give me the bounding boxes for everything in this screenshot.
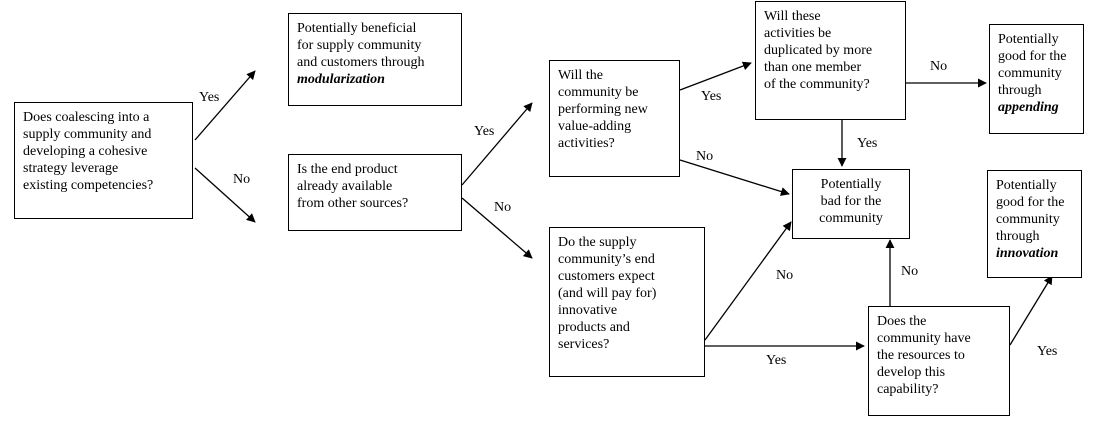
edge-label-yes: Yes: [1037, 344, 1058, 359]
box-line: Will these: [764, 9, 821, 24]
box-line: (and will pay for): [558, 286, 657, 301]
arrow-new-activities-to-bad: [679, 159, 790, 196]
box-line: bad for the: [820, 194, 882, 209]
box-line: performing new: [558, 102, 648, 117]
box-line: develop this: [877, 365, 946, 380]
box-line: community: [819, 211, 883, 226]
box-line: capability?: [877, 382, 939, 397]
box-line: from other sources?: [297, 196, 409, 211]
box-line: already available: [297, 179, 393, 194]
edge-label-yes: Yes: [199, 90, 220, 105]
box-line: Will the: [558, 68, 603, 83]
edge-label-yes: Yes: [474, 124, 495, 139]
box-line: and customers through: [297, 55, 425, 70]
arrow-coalesce-to-end-product: [194, 167, 256, 223]
arrow-coalesce-to-modularization: [194, 70, 256, 141]
arrow-end-product-to-new-activities: [461, 102, 533, 186]
box-line: community have: [877, 331, 971, 346]
box-line: services?: [558, 337, 610, 352]
box-line: activities?: [558, 136, 615, 151]
outcome-bad-box: Potentially bad for the community: [792, 169, 910, 239]
edge-label-yes: Yes: [857, 136, 878, 151]
outcome-innovation-box: Potentially good for the community throu…: [987, 170, 1082, 278]
box-line: through: [996, 229, 1040, 244]
arrow-new-activities-to-duplicated: [679, 61, 752, 91]
question-duplicated-box: Will these activities be duplicated by m…: [755, 1, 906, 120]
question-end-product-box: Is the end product already available fro…: [288, 154, 462, 231]
box-line: of the community?: [764, 77, 870, 92]
box-line: Potentially: [820, 177, 882, 192]
box-line: existing competencies?: [23, 178, 154, 193]
question-resources-box: Does the community have the resources to…: [868, 306, 1010, 416]
arrow-end-product-to-customers: [461, 197, 533, 259]
arrow-resources-to-innovation: [1009, 275, 1053, 346]
box-line: for supply community: [297, 38, 422, 53]
box-line: community be: [558, 85, 639, 100]
box-line: innovative: [558, 303, 618, 318]
edge-label-no: No: [494, 200, 512, 215]
box-line: community: [996, 212, 1060, 227]
box-line: Does coalescing into a: [23, 110, 150, 125]
question-new-activities-box: Will the community be performing new val…: [549, 60, 680, 177]
outcome-modularization-box: Potentially beneficial for supply commun…: [288, 13, 462, 106]
question-coalesce-box: Does coalescing into a supply community …: [14, 102, 193, 219]
box-line: community’s end: [558, 252, 655, 267]
box-line: Does the: [877, 314, 927, 329]
box-line-emphasis: appending: [998, 100, 1059, 115]
box-line: Do the supply: [558, 235, 637, 250]
box-line-emphasis: modularization: [297, 72, 385, 87]
edge-label-yes: Yes: [766, 353, 787, 368]
box-line: than one member: [764, 60, 862, 75]
box-line: good for the: [998, 49, 1067, 64]
box-line: Potentially beneficial: [297, 21, 417, 36]
box-line: Potentially: [996, 178, 1057, 193]
edge-label-no: No: [930, 59, 948, 74]
box-line: value-adding: [558, 119, 632, 134]
edge-label-no: No: [233, 172, 251, 187]
box-line: products and: [558, 320, 630, 335]
outcome-appending-box: Potentially good for the community throu…: [989, 24, 1084, 134]
box-line: Potentially: [998, 32, 1059, 47]
edge-label-no: No: [776, 268, 794, 283]
box-line: community: [998, 66, 1062, 81]
box-line: strategy leverage: [23, 161, 119, 176]
box-line-emphasis: innovation: [996, 246, 1059, 261]
edge-label-yes: Yes: [701, 89, 722, 104]
box-line: developing a cohesive: [23, 144, 148, 159]
box-line: duplicated by more: [764, 43, 873, 58]
arrow-customers-to-bad: [704, 221, 792, 341]
box-line: supply community and: [23, 127, 152, 142]
box-line: good for the: [996, 195, 1065, 210]
box-line: activities be: [764, 26, 832, 41]
box-line: the resources to: [877, 348, 965, 363]
box-line: through: [998, 83, 1042, 98]
box-line: customers expect: [558, 269, 655, 284]
question-customers-box: Do the supply community’s end customers …: [549, 227, 705, 377]
edge-label-no: No: [901, 264, 919, 279]
box-line: Is the end product: [297, 162, 398, 177]
edge-label-no: No: [696, 149, 714, 164]
